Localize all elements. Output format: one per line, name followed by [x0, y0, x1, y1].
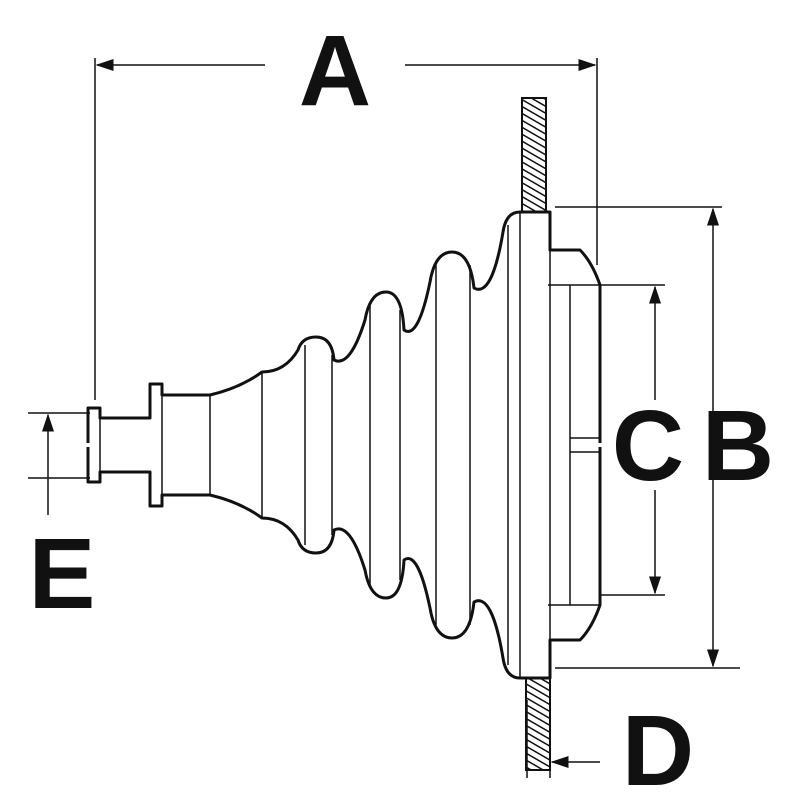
dimension-b: B [555, 206, 774, 669]
dimension-e: E [28, 412, 96, 630]
label-c: C [612, 390, 684, 502]
dimension-d: D [526, 695, 694, 800]
dimension-c: C [600, 284, 684, 596]
label-a: A [299, 15, 371, 127]
label-e: E [29, 518, 96, 630]
label-d: D [622, 695, 694, 800]
dimension-a: A [94, 15, 598, 400]
label-b: B [702, 390, 774, 502]
bellows-boot [86, 210, 606, 680]
